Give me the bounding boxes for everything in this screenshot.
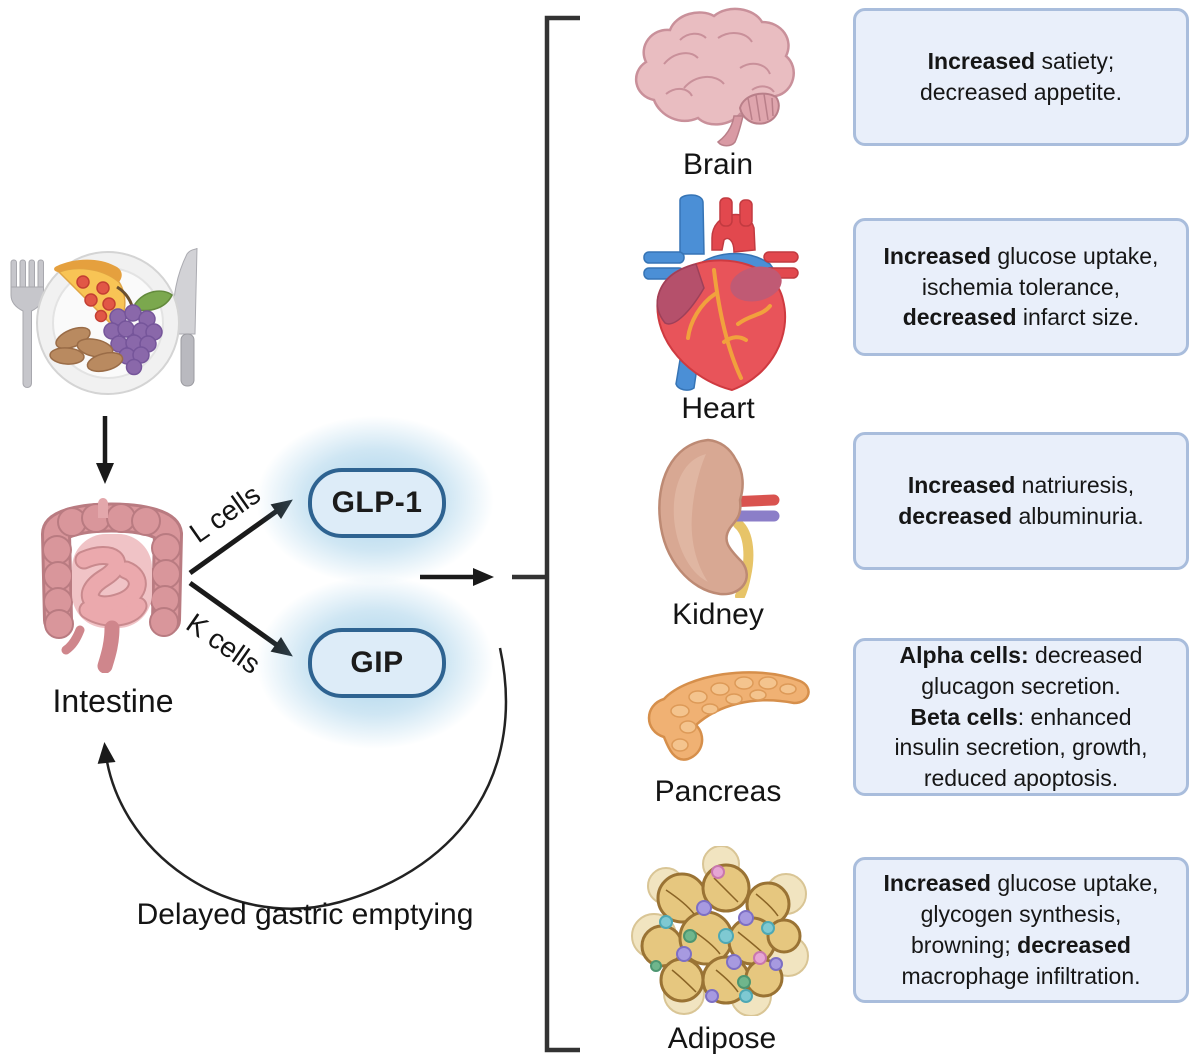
feedback-arrow: [97, 647, 508, 910]
feedback-label: Delayed gastric emptying: [136, 898, 474, 931]
brain-infobox: Increased satiety;decreased appetite.: [853, 8, 1189, 146]
sausages: [49, 326, 124, 373]
gip-pill: GIP: [308, 628, 446, 698]
organ-bracket: [544, 15, 580, 1053]
kidney-label: Kidney: [672, 598, 764, 631]
pancreas-label: Pancreas: [654, 775, 782, 808]
brain-label: Brain: [682, 148, 754, 181]
heart-infobox: Increased glucose uptake,ischemia tolera…: [853, 218, 1189, 356]
adipose-label: Adipose: [667, 1022, 777, 1055]
fork-icon: [10, 259, 44, 388]
pizza-slice: [54, 259, 126, 332]
adipose-icon: [631, 846, 809, 1016]
knife-icon: [173, 247, 198, 387]
intestine-icon: [40, 498, 184, 673]
pancreas-icon: [647, 671, 810, 761]
brain-icon: [634, 7, 795, 147]
meal-plate-icon: [10, 247, 198, 395]
adipose-infobox: Increased glucose uptake,glycogen synthe…: [853, 857, 1189, 1003]
intestine-label: Intestine: [52, 683, 174, 719]
glp1-pill: GLP-1: [308, 468, 446, 538]
heart-label: Heart: [681, 392, 755, 425]
heart-icon: [643, 194, 799, 392]
kidney-icon: [658, 438, 780, 598]
kidney-infobox: Increased natriuresis,decreased albuminu…: [853, 432, 1189, 570]
